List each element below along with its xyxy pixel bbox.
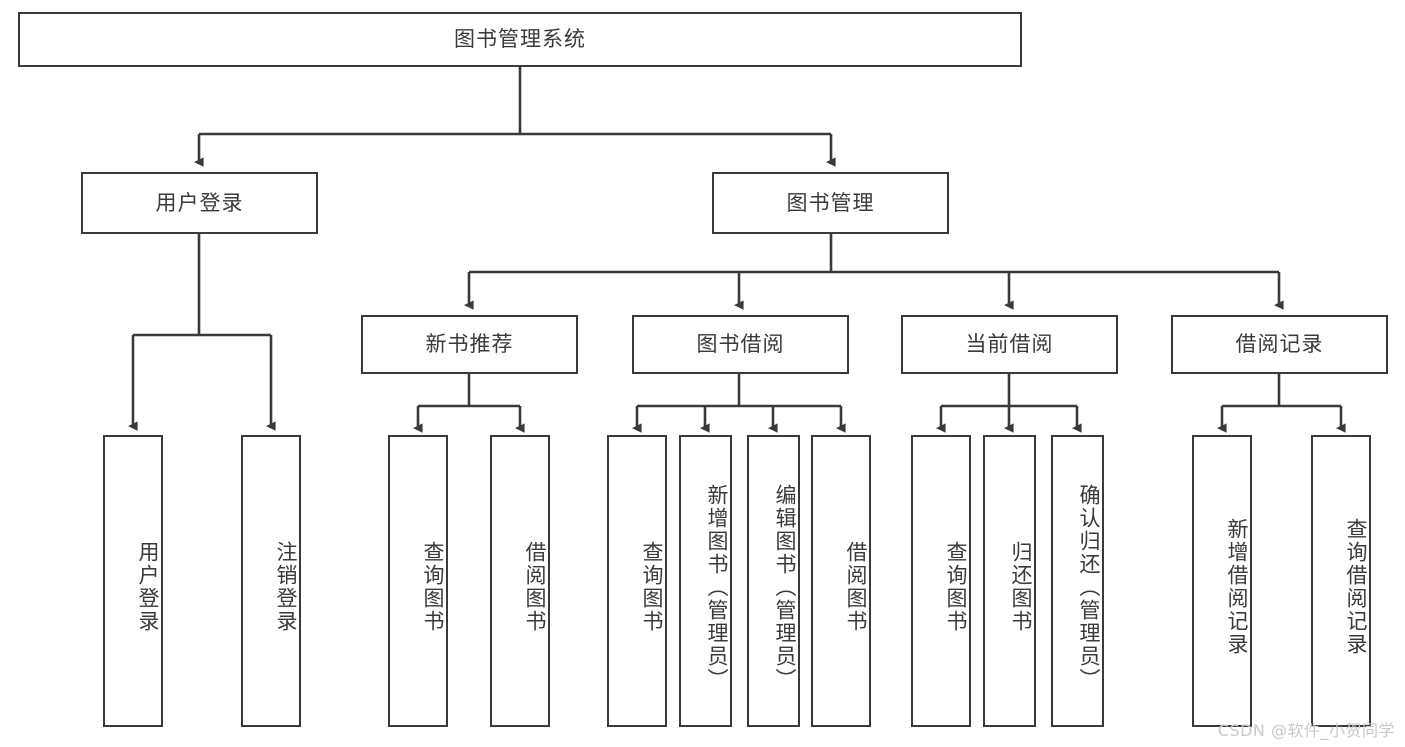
leaf-book-borrow-borrow-book[interactable]: 借阅图书 [811,435,871,727]
node-current-borrow[interactable]: 当前借阅 [901,315,1118,374]
node-label: 图书借阅 [696,332,785,357]
leaf-new-book-query-book[interactable]: 查询图书 [388,435,448,727]
node-label: 确认归还（管理员） [1077,483,1101,691]
node-label: 新增借阅记录 [1225,518,1249,656]
node-label: 归还图书 [1009,541,1033,633]
node-label: 当前借阅 [965,332,1054,357]
node-book-borrow[interactable]: 图书借阅 [632,315,849,374]
node-label: 编辑图书（管理员） [773,483,797,691]
node-label: 查询借阅记录 [1344,518,1368,656]
leaf-book-borrow-edit-book-admin[interactable]: 编辑图书（管理员） [747,435,800,727]
node-label: 图书管理系统 [454,27,586,52]
leaf-user-login-logout[interactable]: 注销登录 [241,435,301,727]
leaf-book-borrow-query-book[interactable]: 查询图书 [607,435,667,727]
node-label: 借阅记录 [1235,332,1324,357]
leaf-current-borrow-query-book[interactable]: 查询图书 [911,435,971,727]
node-label: 查询图书 [944,541,968,633]
node-book-management[interactable]: 图书管理 [712,172,949,234]
leaf-current-borrow-confirm-return-admin[interactable]: 确认归还（管理员） [1051,435,1104,727]
node-label: 借阅图书 [844,541,868,633]
leaf-user-login-login[interactable]: 用户登录 [103,435,163,727]
node-label: 用户登录 [155,190,244,215]
leaf-borrow-record-add-record[interactable]: 新增借阅记录 [1192,435,1252,727]
node-label: 图书管理 [786,190,875,215]
leaf-book-borrow-add-book-admin[interactable]: 新增图书（管理员） [679,435,732,727]
node-new-book-recommend[interactable]: 新书推荐 [361,315,578,374]
node-user-login[interactable]: 用户登录 [81,172,318,234]
node-label: 查询图书 [640,541,664,633]
node-root-book-management-system[interactable]: 图书管理系统 [18,12,1022,67]
csdn-watermark: CSDN @软件_小贺同学 [1217,721,1395,740]
node-label: 注销登录 [274,541,298,633]
leaf-current-borrow-return-book[interactable]: 归还图书 [983,435,1036,727]
leaf-new-book-borrow-book[interactable]: 借阅图书 [490,435,550,727]
leaf-borrow-record-query-record[interactable]: 查询借阅记录 [1311,435,1371,727]
node-label: 借阅图书 [523,541,547,633]
node-label: 查询图书 [421,541,445,633]
node-label: 新书推荐 [425,332,514,357]
node-borrow-record[interactable]: 借阅记录 [1171,315,1388,374]
node-label: 用户登录 [136,541,160,633]
node-label: 新增图书（管理员） [705,483,729,691]
